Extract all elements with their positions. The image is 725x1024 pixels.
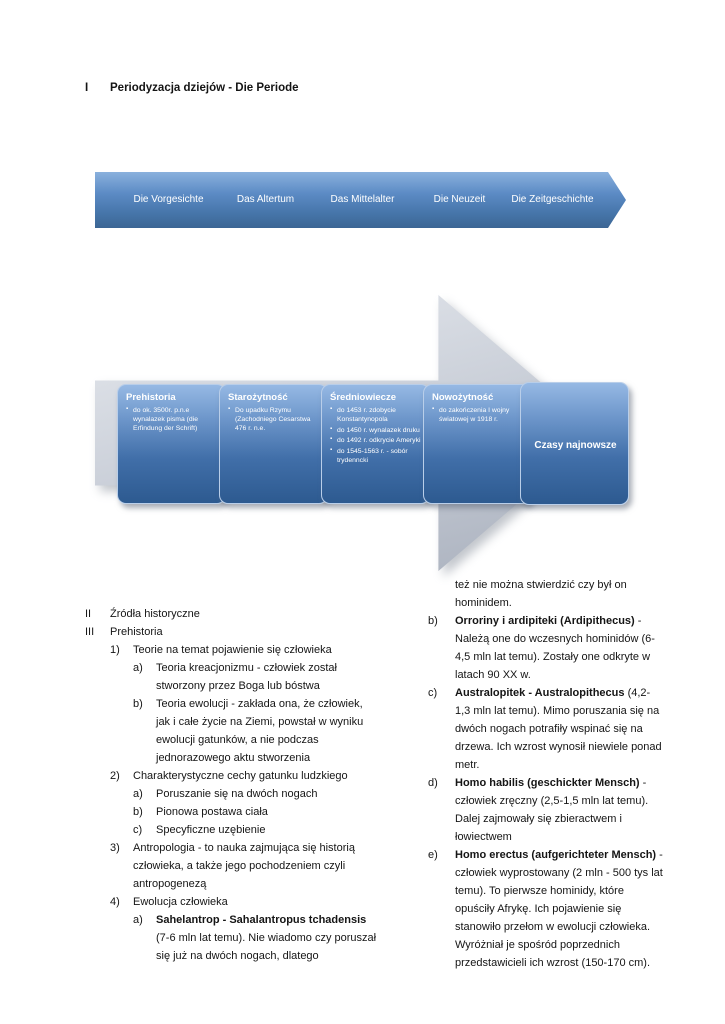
list-marker: 3) xyxy=(110,842,120,854)
list-item: 3) Antropologia - to nauka zajmująca się… xyxy=(110,839,379,893)
section-heading: I Periodyzacja dziejów - Die Periode xyxy=(85,81,299,96)
item-text-rest: - człowiek wyprostowany (2 mln - 500 tys… xyxy=(455,849,663,969)
list-item: 4) Ewolucja człowieka xyxy=(110,893,379,911)
item-bold-lead: Orroriny i ardipiteki (Ardipithecus) xyxy=(455,615,635,627)
period-bullet: Do upadku Rzymu (Zachodniego Cesarstwa 4… xyxy=(228,406,321,433)
item-bold-lead: Australopitek - Australopithecus xyxy=(455,687,625,699)
list-item: b) Pionowa postawa ciała xyxy=(133,803,379,821)
item-bold-lead: Sahelantrop - Sahalantropus tchadensis xyxy=(156,914,367,926)
item-text: Charakterystyczne cechy gatunku ludzkieg… xyxy=(133,770,348,782)
chevron-label: Das Altertum xyxy=(236,194,295,205)
section-title: Źródła historyczne xyxy=(110,608,200,620)
item-text: Specyficzne uzębienie xyxy=(156,824,266,836)
list-marker: a) xyxy=(133,914,143,926)
item-text: Sahelantrop - Sahalantropus tchadensis (… xyxy=(156,911,379,965)
item-text: Pionowa postawa ciała xyxy=(156,806,268,818)
item-text: Poruszanie się na dwóch nogach xyxy=(156,788,318,800)
list-marker: II xyxy=(85,608,92,620)
item-text: Antropologia - to nauka zajmująca się hi… xyxy=(133,842,355,890)
period-bullet: do 1450 r. wynalazek druku xyxy=(330,426,423,436)
list-marker: e) xyxy=(428,849,438,861)
list-item: a) Poruszanie się na dwóch nogach xyxy=(133,785,379,803)
period-box-czasy-najnowsze: Czasy najnowsze xyxy=(520,382,629,505)
item-text-rest: - człowiek zręczny (2,5-1,5 mln lat temu… xyxy=(455,777,649,843)
list-marker: b) xyxy=(133,698,143,710)
list-marker: b) xyxy=(428,615,438,627)
chevron-label: Die Vorgesichte xyxy=(133,194,204,205)
list-marker: 1) xyxy=(110,644,120,656)
period-bullet: do ok. 3500r. p.n.e wynalazek pisma (die… xyxy=(126,406,219,433)
list-item: 1) Teorie na temat pojawienie się człowi… xyxy=(110,641,379,659)
chevron-label: Die Neuzeit xyxy=(433,194,486,205)
period-box-prehistoria: Prehistoria do ok. 3500r. p.n.e wynalaze… xyxy=(117,384,226,504)
chevron-label: Das Mittelalter xyxy=(330,194,395,205)
period-bullet: do zakończenia I wojny światowej w 1918 … xyxy=(432,406,525,425)
period-title: Średniowiecze xyxy=(330,392,396,403)
list-marker: 4) xyxy=(110,896,120,908)
continuation-paragraph: też nie można stwierdzić czy był on homi… xyxy=(455,576,664,612)
period-bullet-list: Do upadku Rzymu (Zachodniego Cesarstwa 4… xyxy=(228,406,321,433)
list-item: d) Homo habilis (geschickter Mensch) - c… xyxy=(428,774,664,846)
item-text-rest: - Należą one do wczesnych hominidów (6-4… xyxy=(455,615,655,681)
section-row-ii: II Źródła historyczne xyxy=(85,605,379,623)
period-bullet-list: do ok. 3500r. p.n.e wynalazek pisma (die… xyxy=(126,406,219,433)
period-box-nowozytnosc: Nowożytność do zakończenia I wojny świat… xyxy=(423,384,532,504)
list-marker: III xyxy=(85,626,95,638)
period-bullet-list: do zakończenia I wojny światowej w 1918 … xyxy=(432,406,525,425)
list-marker: c) xyxy=(428,687,438,699)
list-item: 2) Charakterystyczne cechy gatunku ludzk… xyxy=(110,767,379,785)
period-title: Starożytność xyxy=(228,392,288,403)
list-item: e) Homo erectus (aufgerichteter Mensch) … xyxy=(428,846,664,972)
list-item: a) Sahelantrop - Sahalantropus tchadensi… xyxy=(133,911,379,965)
outline-right-column: też nie można stwierdzić czy był on homi… xyxy=(428,576,664,972)
item-text: też nie można stwierdzić czy był on homi… xyxy=(455,579,627,609)
list-marker: c) xyxy=(133,824,143,836)
list-item: b) Orroriny i ardipiteki (Ardipithecus) … xyxy=(428,612,664,684)
item-text: Ewolucja człowieka xyxy=(133,896,228,908)
period-title: Prehistoria xyxy=(126,392,176,403)
list-item: c) Specyficzne uzębienie xyxy=(133,821,379,839)
item-text-rest: (7-6 mln lat temu). Nie wiadomo czy poru… xyxy=(156,932,377,962)
list-item: b) Teoria ewolucji - zakłada ona, że czł… xyxy=(133,695,379,767)
timeline-chevron-zeitgeschichte: Die Zeitgeschichte xyxy=(483,172,626,228)
item-text-rest: (4,2-1,3 mln lat temu). Mimo poruszania … xyxy=(455,687,662,771)
item-text: Homo habilis (geschickter Mensch) - czło… xyxy=(455,774,664,846)
list-marker: a) xyxy=(133,788,143,800)
period-bullet: do 1492 r. odkrycie Ameryki xyxy=(330,437,423,446)
section-title: Prehistoria xyxy=(110,626,163,638)
item-text: Teorie na temat pojawienie się człowieka xyxy=(133,644,332,656)
item-bold-lead: Homo habilis (geschickter Mensch) xyxy=(455,777,640,789)
period-box-starozytnosc: Starożytność Do upadku Rzymu (Zachodnieg… xyxy=(219,384,328,504)
period-bullet: do 1545-1563 r. - sobór trydenncki xyxy=(330,447,423,466)
item-text: Orroriny i ardipiteki (Ardipithecus) - N… xyxy=(455,612,664,684)
period-bullet: do 1453 r. zdobycie Konstantynopola xyxy=(330,406,423,425)
section-row-iii: III Prehistoria xyxy=(85,623,379,641)
item-bold-lead: Homo erectus (aufgerichteter Mensch) xyxy=(455,849,657,861)
list-marker: d) xyxy=(428,777,438,789)
period-title: Nowożytność xyxy=(432,392,494,403)
item-text: Australopitek - Australopithecus (4,2-1,… xyxy=(455,684,664,774)
period-title: Czasy najnowsze xyxy=(534,439,617,451)
heading-numeral: I xyxy=(85,82,89,94)
period-box-sredniowiecze: Średniowiecze do 1453 r. zdobycie Konsta… xyxy=(321,384,430,504)
outline-left-column: II Źródła historyczne III Prehistoria 1)… xyxy=(85,605,379,965)
list-item: a) Teoria kreacjonizmu - człowiek został… xyxy=(133,659,379,695)
list-marker: b) xyxy=(133,806,143,818)
heading-text: Periodyzacja dziejów - Die Periode xyxy=(110,82,299,94)
item-text: Homo erectus (aufgerichteter Mensch) - c… xyxy=(455,846,664,972)
list-item: c) Australopitek - Australopithecus (4,2… xyxy=(428,684,664,774)
list-marker: 2) xyxy=(110,770,120,782)
chevron-label: Die Zeitgeschichte xyxy=(511,194,594,205)
item-text: Teoria kreacjonizmu - człowiek został st… xyxy=(156,662,337,692)
period-bullet-list: do 1453 r. zdobycie Konstantynopola do 1… xyxy=(330,406,423,466)
list-marker: a) xyxy=(133,662,143,674)
timeline-diagram: Die Vorgesichte Das Altertum Das Mittela… xyxy=(95,172,605,228)
item-text: Teoria ewolucji - zakłada ona, że człowi… xyxy=(156,698,364,764)
